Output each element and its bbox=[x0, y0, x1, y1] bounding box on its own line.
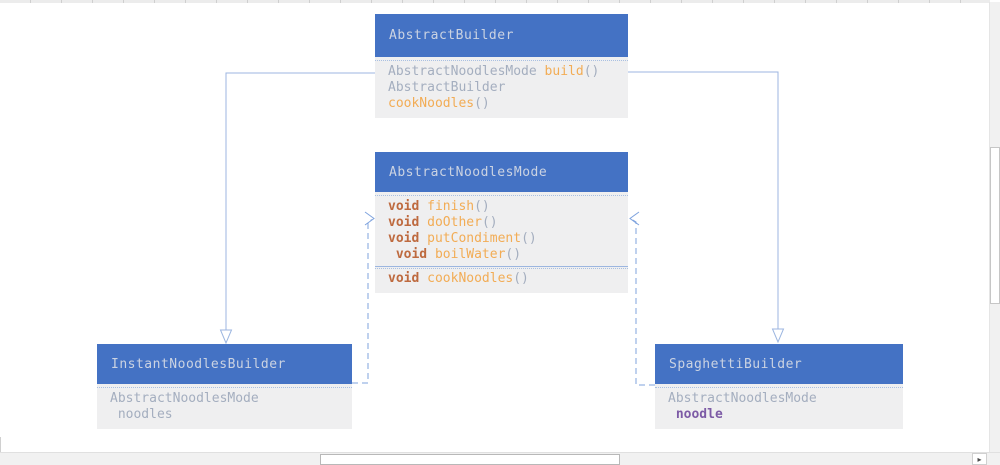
class-title: SpaghettiBuilder bbox=[655, 344, 903, 384]
vertical-scrollbar-thumb[interactable] bbox=[990, 147, 1000, 304]
scroll-right-icon: ▸ bbox=[977, 454, 982, 464]
class-box-abstractnoodlesmode[interactable]: AbstractNoodlesMode void finish()void do… bbox=[375, 152, 628, 293]
class-members: AbstractNoodlesMode noodles bbox=[97, 384, 352, 429]
class-members: AbstractNoodlesMode build()AbstractBuild… bbox=[375, 57, 628, 118]
open-arrow-icon bbox=[364, 211, 375, 226]
scroll-right-button[interactable]: ▸ bbox=[972, 453, 987, 465]
member-line: void boilWater() bbox=[388, 247, 522, 262]
member-line: noodles bbox=[110, 407, 173, 422]
horizontal-scrollbar[interactable]: ▸ bbox=[0, 452, 1000, 465]
hollow-triangle-arrow-icon bbox=[219, 329, 233, 345]
vertical-scrollbar[interactable] bbox=[989, 2, 1000, 453]
top-ruler bbox=[0, 0, 990, 3]
scrollbar-corner bbox=[988, 453, 1000, 465]
member-line: AbstractNoodlesMode build() bbox=[388, 64, 600, 79]
class-members: void finish()void doOther()void putCondi… bbox=[375, 192, 628, 293]
class-title: AbstractBuilder bbox=[375, 14, 628, 57]
class-members: AbstractNoodlesMode noodle bbox=[655, 384, 903, 429]
generalization-edge-right[interactable] bbox=[628, 71, 785, 344]
member-section: AbstractNoodlesMode noodles bbox=[97, 390, 352, 424]
hollow-triangle-arrow-icon bbox=[771, 328, 785, 344]
scroll-down-button[interactable]: ▾ bbox=[0, 437, 1, 453]
member-section: AbstractNoodlesMode noodle bbox=[655, 390, 903, 424]
member-line: AbstractNoodlesMode bbox=[668, 391, 817, 406]
class-title: AbstractNoodlesMode bbox=[375, 152, 628, 192]
member-section: AbstractNoodlesMode build()AbstractBuild… bbox=[375, 63, 628, 113]
dependency-edge-right[interactable] bbox=[629, 211, 655, 386]
class-box-instantnoodlesbuilder[interactable]: InstantNoodlesBuilder AbstractNoodlesMod… bbox=[97, 344, 352, 429]
horizontal-scrollbar-thumb[interactable] bbox=[320, 454, 620, 465]
member-line: AbstractNoodlesMode bbox=[110, 391, 259, 406]
member-line: noodle bbox=[668, 407, 723, 422]
member-section: void cookNoodles() bbox=[375, 266, 628, 288]
class-title: InstantNoodlesBuilder bbox=[97, 344, 352, 384]
open-arrow-icon bbox=[629, 211, 640, 226]
member-line: cookNoodles() bbox=[388, 96, 490, 111]
class-box-spaghettibuilder[interactable]: SpaghettiBuilder AbstractNoodlesMode noo… bbox=[655, 344, 903, 429]
class-box-abstractbuilder[interactable]: AbstractBuilder AbstractNoodlesMode buil… bbox=[375, 14, 628, 118]
member-line: void cookNoodles() bbox=[388, 271, 529, 286]
member-line: void finish() bbox=[388, 199, 490, 214]
generalization-edge-left[interactable] bbox=[219, 72, 376, 345]
member-line: void doOther() bbox=[388, 215, 498, 230]
dependency-edge-left[interactable] bbox=[352, 211, 375, 384]
member-section: void finish()void doOther()void putCondi… bbox=[375, 198, 628, 264]
member-line: AbstractBuilder bbox=[388, 80, 506, 95]
member-line: void putCondiment() bbox=[388, 231, 537, 246]
